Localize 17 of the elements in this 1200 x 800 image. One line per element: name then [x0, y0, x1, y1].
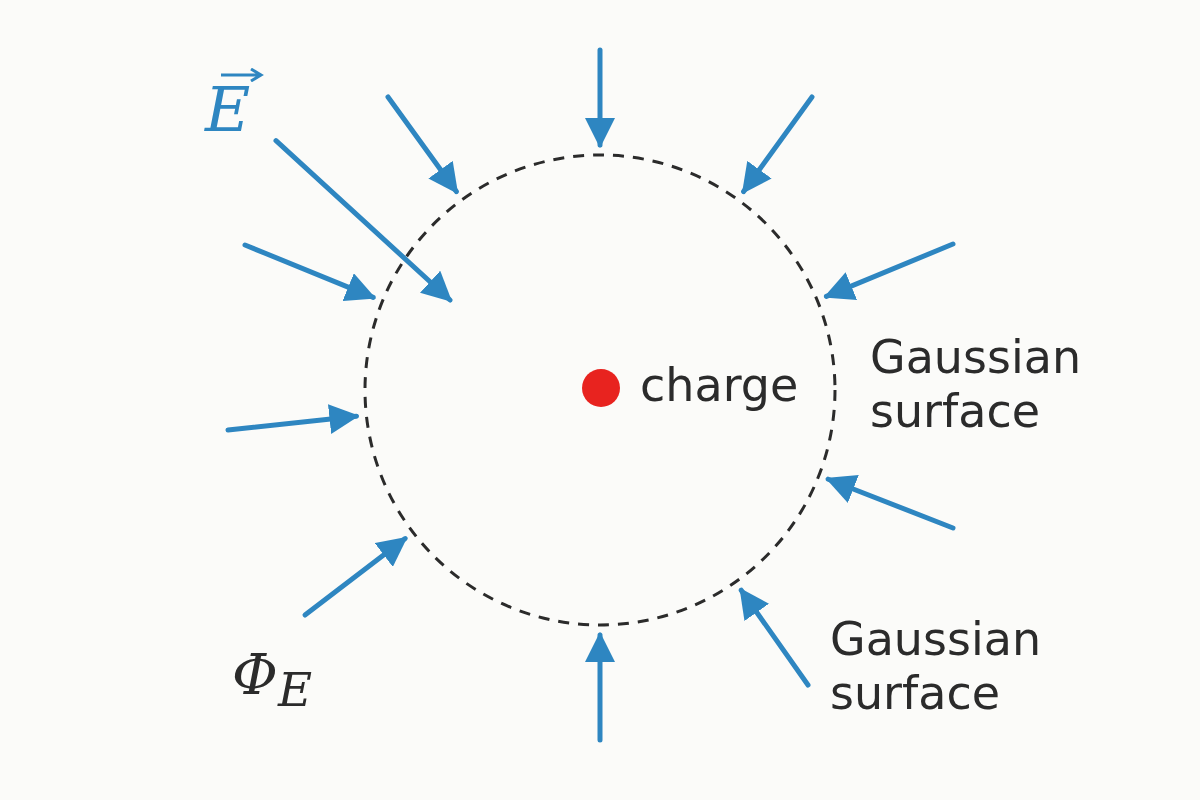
field-arrow [585, 632, 615, 743]
vector-symbol: E [205, 73, 251, 146]
point-charge-dot [580, 367, 622, 409]
field-arrow [385, 94, 459, 194]
field-arrow [302, 536, 408, 618]
field-arrow [585, 47, 615, 148]
field-arrow [823, 241, 956, 300]
surface-label: Gaussian surface [870, 330, 1083, 438]
field-arrow [242, 242, 376, 302]
surface-label: Gaussian surface [830, 612, 1043, 720]
flux-symbol: Φ$_{E}$ [232, 641, 312, 720]
field-arrow [741, 94, 815, 194]
charge-label: charge [640, 358, 799, 412]
field-arrow [225, 404, 360, 434]
field-arrow [738, 587, 811, 688]
field-arrow [825, 475, 956, 531]
field-arrow [273, 138, 453, 303]
